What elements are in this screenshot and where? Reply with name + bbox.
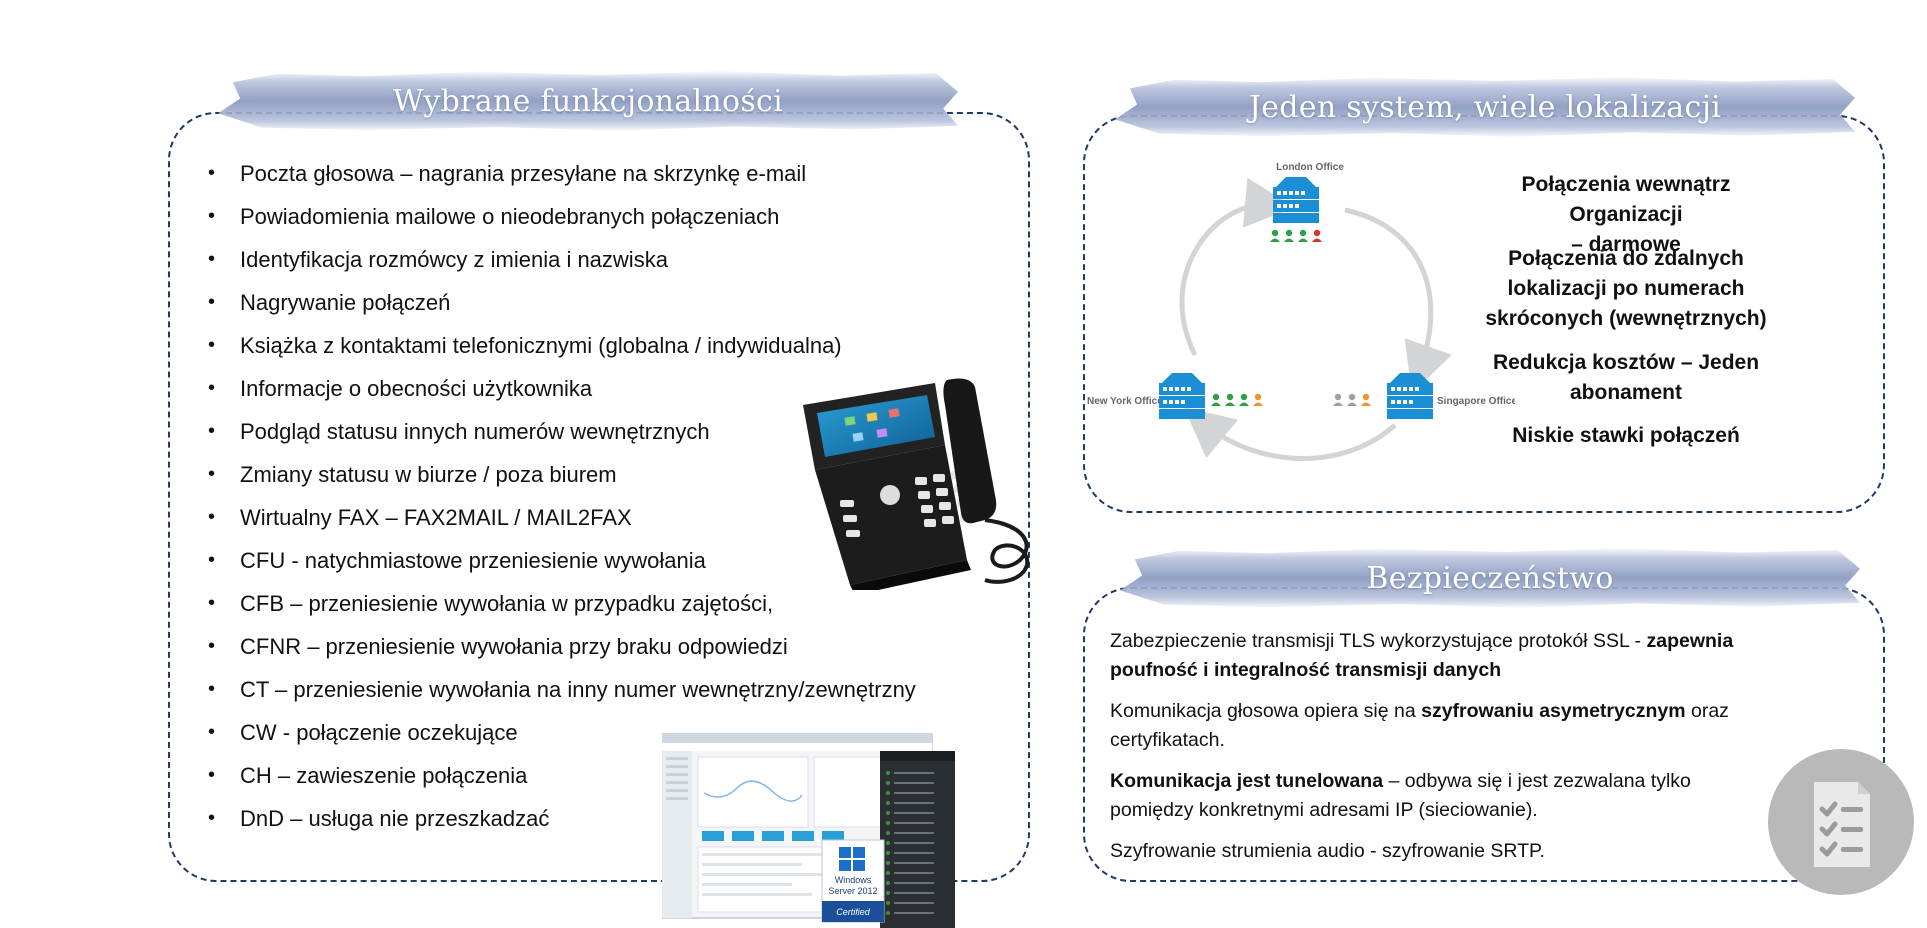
security-panel [1083,587,1885,882]
list-item: CT – przeniesienie wywołania na inny num… [208,668,916,711]
features-title: Wybrane funkcjonalności [392,83,784,119]
security-paragraph-srtp: Szyfrowanie strumienia audio - szyfrowan… [1110,840,1545,862]
server-icon [1273,177,1319,223]
badge-line1: Windows [835,875,872,885]
list-item: CW - połączenie oczekujące [208,711,916,754]
server-icon [1387,373,1433,419]
benefit-low-rates: Niskie stawki połączeń [1512,424,1740,447]
list-item: CFU - natychmiastowe przeniesienie wywoł… [208,539,916,582]
badge-line3: Certified [836,907,871,917]
checklist-icon [1768,749,1914,895]
list-item: CFNR – przeniesienie wywołania przy brak… [208,625,916,668]
list-item: Poczta głosowa – nagrania przesyłane na … [208,152,916,195]
locations-title: Jeden system, wiele lokalizacji [1248,89,1722,125]
list-item: CFB – przeniesienie wywołania w przypadk… [208,582,916,625]
benefit-cost-reduction: Redukcja kosztów – Jeden abonament [1492,351,1760,404]
office-label-top: London Office [1276,162,1344,173]
list-item: Zmiany statusu w biurze / poza biurem [208,453,916,496]
server-icon [1159,373,1205,419]
security-paragraph-voice: Komunikacja głosowa opiera się na szyfro… [1110,700,1729,751]
software-screenshot-image: Windows Server 2012 Certified [662,733,955,928]
office-network-diagram: London Office New York Office Singapore … [1087,162,1515,461]
office-label-left: New York Office [1087,396,1163,407]
security-title: Bezpieczeństwo [1366,560,1614,596]
security-paragraph-tunnel: Komunikacja jest tunelowana – odbywa się… [1110,770,1691,821]
ip-phone-image [803,378,1030,590]
list-item: Nagrywanie połączeń [208,281,916,324]
benefit-remote-calls: Połączenia do zdalnych lokalizacji po nu… [1485,247,1767,330]
users-icon [1211,393,1263,406]
security-title-banner: Bezpieczeństwo [1120,548,1860,608]
list-item: Wirtualny FAX – FAX2MAIL / MAIL2FAX [208,496,916,539]
list-item: Książka z kontaktami telefonicznymi (glo… [208,324,916,367]
users-icon [1270,229,1322,242]
office-label-right: Singapore Office [1437,396,1515,407]
list-item: Podgląd statusu innych numerów wewnętrzn… [208,410,916,453]
users-icon [1333,393,1371,406]
features-list: Poczta głosowa – nagrania przesyłane na … [208,152,916,840]
features-title-banner: Wybrane funkcjonalności [218,71,958,131]
list-item: Informacje o obecności użytkownika [208,367,916,410]
badge-line2: Server 2012 [828,886,877,896]
list-item: Identyfikacja rozmówcy z imienia i nazwi… [208,238,916,281]
security-paragraph-tls: Zabezpieczenie transmisji TLS wykorzystu… [1110,630,1734,681]
list-item: CH – zawieszenie połączenia [208,754,916,797]
locations-title-banner: Jeden system, wiele lokalizacji [1115,77,1855,137]
list-item: Powiadomienia mailowe o nieodebranych po… [208,195,916,238]
benefit-internal-calls: Połączenia wewnątrz Organizacji – darmow… [1521,173,1731,256]
list-item: DnD – usługa nie przeszkadzać [208,797,916,840]
